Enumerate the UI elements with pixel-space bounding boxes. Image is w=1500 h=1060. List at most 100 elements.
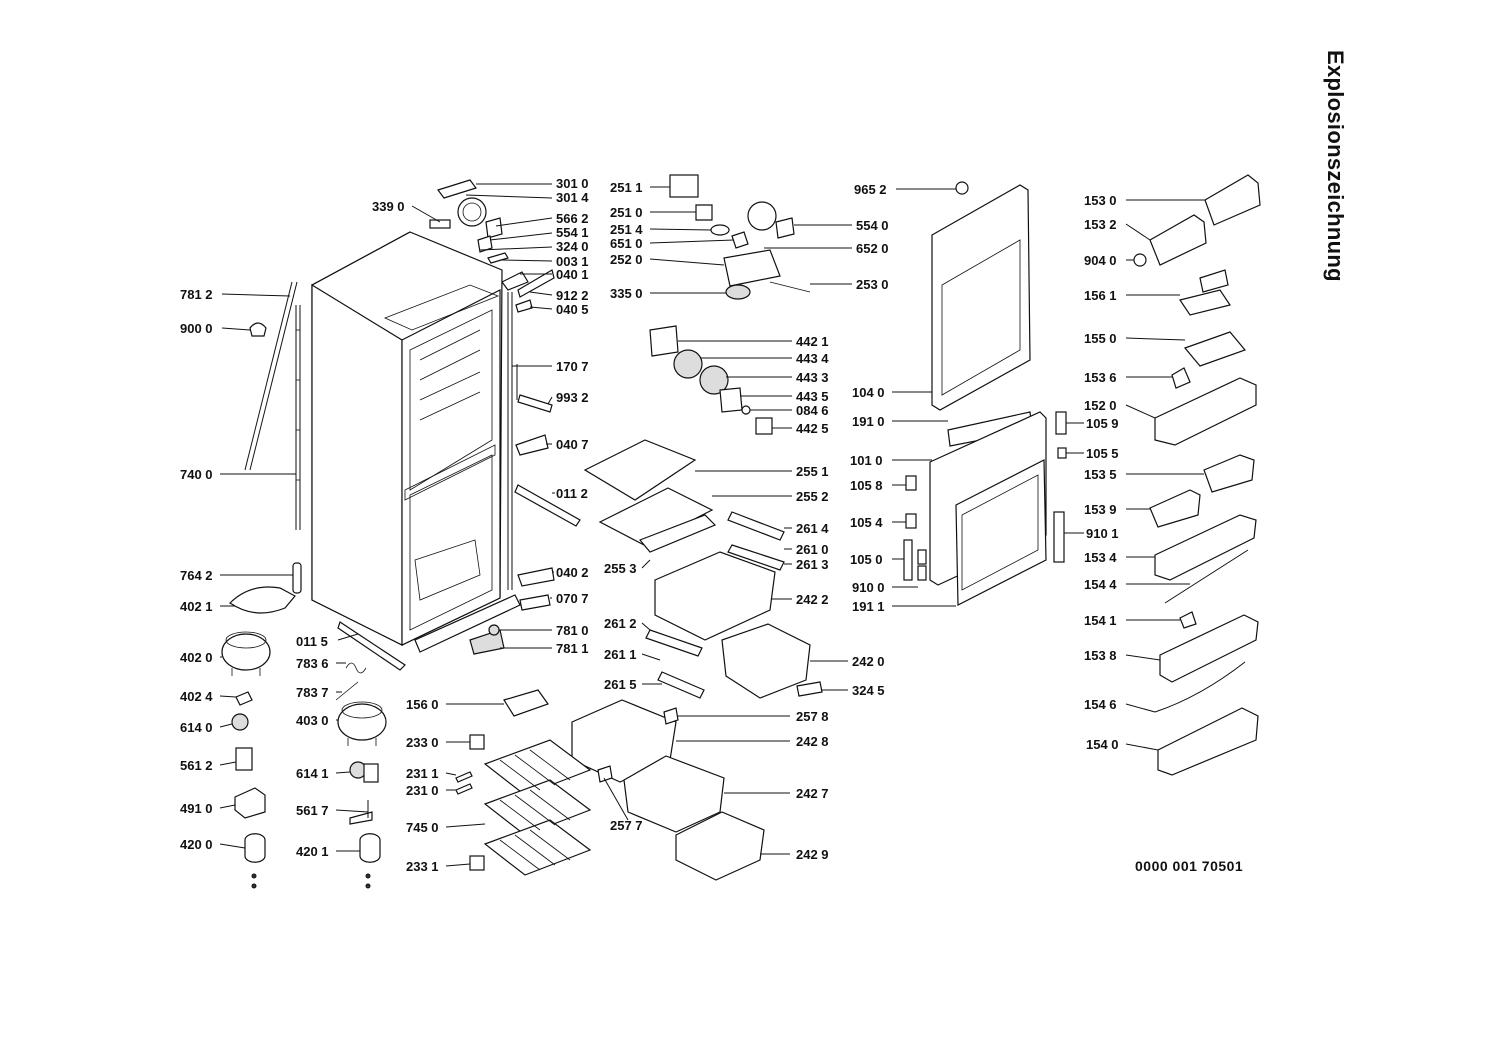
part-label: 152 0: [1084, 398, 1117, 413]
hinges-and-strips: [337, 269, 581, 671]
part-label: 231 0: [406, 783, 439, 798]
compressor-cover: [229, 586, 296, 614]
leader-lines: [219, 183, 1205, 867]
part-label: 011 2: [556, 486, 588, 501]
part-label: 105 8: [850, 478, 883, 493]
condenser-pipe: [244, 281, 298, 471]
part-label: 652 0: [856, 241, 889, 256]
part-label: 242 9: [796, 847, 829, 862]
part-label: 324 0: [556, 239, 589, 254]
part-label: 561 7: [296, 803, 329, 818]
drier-filter: [292, 562, 302, 594]
part-label: 403 0: [296, 713, 329, 728]
part-label: 104 0: [852, 385, 885, 400]
part-label: 442 5: [796, 421, 829, 436]
compressor-a: [221, 631, 271, 676]
part-label: 011 5: [296, 634, 328, 649]
part-label: 105 4: [850, 515, 883, 530]
part-label: 910 0: [852, 580, 885, 595]
part-label: 443 5: [796, 389, 829, 404]
part-label: 420 0: [180, 837, 213, 852]
part-label: 105 5: [1086, 446, 1119, 461]
part-label: 912 2: [556, 288, 589, 303]
document-number: 0000 001 70501: [1135, 858, 1244, 874]
shelves-and-crispers: [571, 439, 823, 881]
part-label: 154 0: [1086, 737, 1119, 752]
fridge-door: [903, 411, 1067, 606]
part-label: 910 1: [1086, 526, 1119, 541]
part-label: 261 1: [604, 647, 637, 662]
part-label: 335 0: [610, 286, 643, 301]
part-label: 242 2: [796, 592, 829, 607]
part-label: 257 7: [610, 818, 643, 833]
part-label: 153 6: [1084, 370, 1117, 385]
part-label: 783 7: [296, 685, 329, 700]
part-label: 740 0: [180, 467, 213, 482]
part-label: 231 1: [406, 766, 439, 781]
part-label: 614 1: [296, 766, 329, 781]
part-label: 255 2: [796, 489, 829, 504]
part-label: 040 7: [556, 437, 589, 452]
part-label: 561 2: [180, 758, 213, 773]
part-label: 251 1: [610, 180, 643, 195]
part-label: 154 1: [1084, 613, 1117, 628]
part-label: 554 1: [556, 225, 589, 240]
part-label: 904 0: [1084, 253, 1117, 268]
part-label: 301 0: [556, 176, 589, 191]
part-label: 170 7: [556, 359, 589, 374]
part-label: 745 0: [406, 820, 439, 835]
part-label: 443 4: [796, 351, 829, 366]
part-label: 261 2: [604, 616, 637, 631]
part-label: 040 2: [556, 565, 589, 580]
part-label: 491 0: [180, 801, 213, 816]
part-label: 040 1: [556, 267, 589, 282]
part-label: 764 2: [180, 568, 213, 583]
part-label: 003 1: [556, 254, 589, 269]
part-label: 154 4: [1084, 577, 1117, 592]
top-parts: [429, 179, 529, 291]
part-label: 301 4: [556, 190, 589, 205]
compressor-b: [337, 701, 387, 746]
part-label: 257 8: [796, 709, 829, 724]
part-label: 993 2: [556, 390, 589, 405]
part-label: 614 0: [180, 720, 213, 735]
part-label: 255 1: [796, 464, 829, 479]
part-label: 191 1: [852, 599, 885, 614]
part-label: 153 0: [1084, 193, 1117, 208]
part-label: 153 4: [1084, 550, 1117, 565]
part-label: 554 0: [856, 218, 889, 233]
part-label: 251 0: [610, 205, 643, 220]
part-label: 153 5: [1084, 467, 1117, 482]
page-title: Explosionszeichnung: [1323, 50, 1348, 282]
part-label: 402 1: [180, 599, 213, 614]
part-label: 153 8: [1084, 648, 1117, 663]
part-label: 105 0: [850, 552, 883, 567]
part-label: 420 1: [296, 844, 329, 859]
part-label: 105 9: [1086, 416, 1119, 431]
part-label: 339 0: [372, 199, 405, 214]
part-label: 261 3: [796, 557, 829, 572]
part-labels: 301 0 301 4 339 0 566 2 554 1 324 0 003 …: [180, 176, 1119, 874]
part-label: 781 1: [556, 641, 589, 656]
part-label: 040 5: [556, 302, 589, 317]
part-label: 781 2: [180, 287, 213, 302]
part-label: 261 5: [604, 677, 637, 692]
part-label: 070 7: [556, 591, 589, 606]
small-compressor-parts: [231, 662, 381, 889]
part-label: 566 2: [556, 211, 589, 226]
part-label: 242 8: [796, 734, 829, 749]
part-label: 101 0: [850, 453, 883, 468]
part-label: 156 1: [1084, 288, 1117, 303]
part-label: 442 1: [796, 334, 829, 349]
part-label: 156 0: [406, 697, 439, 712]
part-label: 154 6: [1084, 697, 1117, 712]
part-label: 965 2: [854, 182, 887, 197]
part-label: 153 9: [1084, 502, 1117, 517]
part-label: 233 0: [406, 735, 439, 750]
part-label: 084 6: [796, 403, 829, 418]
part-label: 191 0: [852, 414, 885, 429]
fan-light-module: [649, 174, 811, 435]
fridge-cabinet: [295, 231, 521, 653]
freezer-door: [931, 181, 1033, 447]
part-label: 252 0: [610, 252, 643, 267]
